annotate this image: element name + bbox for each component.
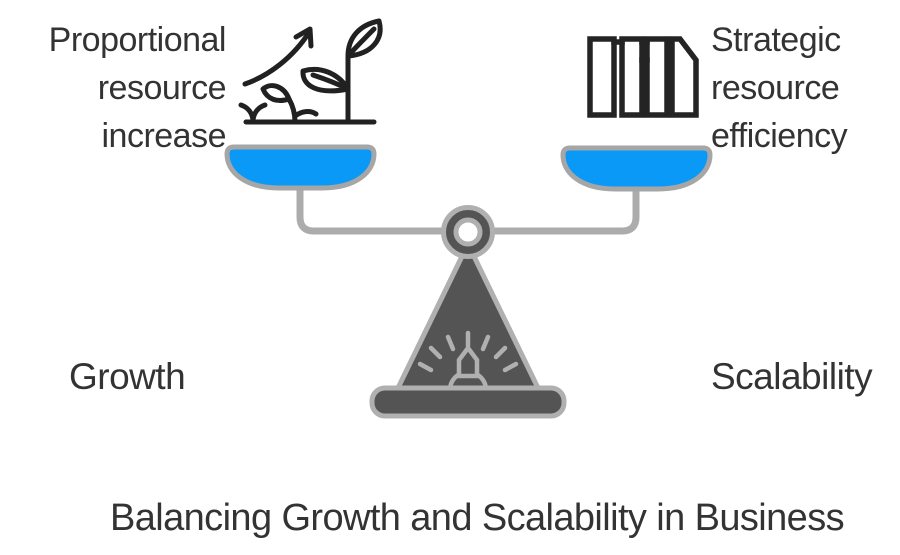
right-caption: Strategic resource efficiency (711, 21, 848, 155)
left-caption: Proportional resource increase (48, 21, 227, 155)
right-pan (560, 145, 713, 192)
plant-top-leaf-vein (345, 26, 377, 59)
books-icon (587, 36, 699, 118)
stand-base (369, 385, 567, 419)
stand (369, 205, 567, 419)
sprout-leaf (260, 83, 292, 104)
book-1 (587, 36, 617, 118)
sprout-stem (286, 96, 298, 125)
book-2 (619, 36, 645, 118)
plant-mid-leaf-vein (310, 72, 351, 92)
plant-growth-arrow-icon (238, 18, 383, 125)
gauge-needle (456, 344, 480, 379)
left-pan (224, 144, 377, 191)
grass-blade-right (250, 102, 268, 123)
plant-mid-leaf (300, 66, 351, 94)
gauge-icon (417, 330, 519, 393)
growth-arrow-head (293, 26, 314, 49)
pivot-hole (453, 217, 483, 247)
growth-label: Growth (69, 356, 186, 397)
diagram-title: Balancing Growth and Scalability in Busi… (109, 497, 845, 539)
book-3 (644, 36, 670, 118)
scalability-label: Scalability (711, 356, 873, 397)
plant-top-leaf (345, 18, 383, 59)
book-leaning (669, 36, 699, 118)
sprout-branch (292, 109, 319, 119)
growth-arrow-curve (242, 28, 313, 87)
